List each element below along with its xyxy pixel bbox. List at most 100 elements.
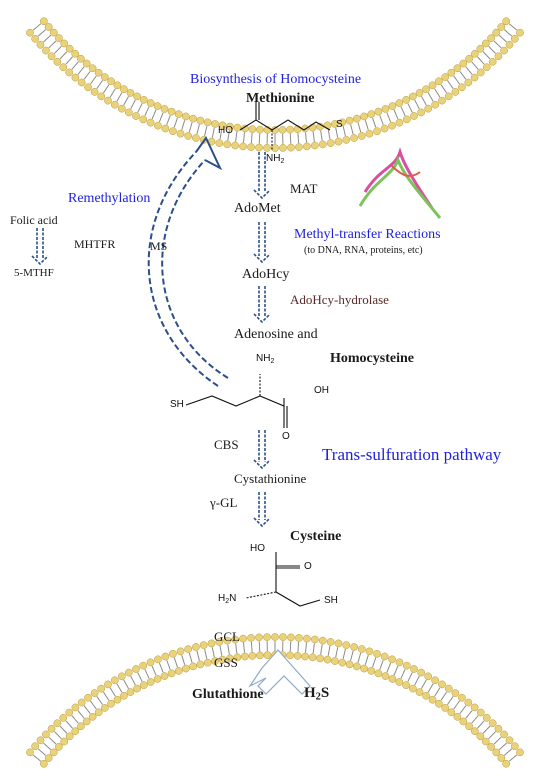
lipid-head — [303, 634, 311, 643]
lipid-head — [47, 724, 56, 733]
lipid-tail — [90, 79, 94, 85]
lipid-tail — [503, 29, 509, 34]
lipid-head — [36, 40, 45, 49]
lipid-head — [458, 83, 466, 92]
lipid-head — [104, 680, 112, 689]
lipid-head — [365, 647, 374, 656]
lipid-tail — [205, 126, 208, 132]
lipid-head — [192, 643, 200, 651]
lipid-tail — [137, 672, 141, 678]
bottom-membrane — [26, 633, 524, 768]
homocysteine-oh-label: OH — [314, 385, 329, 396]
lipid-tail — [440, 84, 445, 90]
lipid-head — [338, 658, 347, 667]
lipid-tail — [109, 92, 114, 98]
lipid-tail — [328, 134, 331, 140]
lipid-tail — [220, 129, 223, 135]
lipid-head — [203, 118, 212, 127]
lipid-head — [465, 722, 473, 731]
gss-enzyme: GSS — [214, 655, 238, 670]
lipid-tail — [357, 122, 360, 128]
lipid-tail — [103, 691, 107, 697]
lipid-head — [402, 115, 411, 124]
lipid-head — [441, 704, 450, 712]
lipid-tail — [474, 715, 479, 720]
lipid-tail — [32, 26, 38, 31]
lipid-head — [160, 105, 169, 113]
lipid-head — [120, 85, 128, 94]
adenosine-label: Adenosine and — [234, 327, 318, 342]
lipid-head — [71, 703, 80, 712]
lipid-head — [207, 639, 216, 648]
glutathione-label: Glutathione — [192, 687, 264, 702]
lipid-tail — [96, 84, 101, 89]
lipid-tail — [99, 80, 103, 85]
lipid-tail — [480, 720, 485, 725]
lipid-head — [247, 634, 255, 642]
lipid-tail — [90, 700, 94, 706]
lipid-head — [402, 661, 411, 670]
lipid-head — [470, 73, 479, 82]
mat-enzyme: MAT — [290, 181, 318, 196]
lipid-tail — [434, 691, 438, 697]
lipid-tail — [92, 704, 97, 710]
lipid-head — [113, 695, 122, 704]
lipid-head — [39, 759, 48, 768]
lipid-tail — [386, 667, 390, 673]
lipid-head — [239, 634, 247, 643]
lipid-head — [90, 689, 99, 697]
lipid-tail — [443, 88, 447, 94]
lipid-tail — [181, 655, 184, 661]
lipid-head — [488, 57, 497, 66]
lipid-head — [345, 660, 354, 669]
lipid-head — [388, 675, 397, 683]
lipid-head — [318, 636, 327, 645]
lipid-head — [373, 649, 381, 658]
mthf-label: 5-MTHF — [14, 267, 54, 279]
lipid-tail — [305, 647, 307, 653]
lipid-tail — [92, 75, 97, 81]
dna-helix-icon — [358, 146, 442, 219]
lipid-tail — [508, 757, 514, 762]
lipid-head — [211, 657, 219, 665]
cysteine-h2n-label: H2N — [218, 593, 237, 605]
lipid-tail — [68, 56, 73, 61]
lipid-head — [331, 120, 339, 128]
lipid-tail — [393, 109, 397, 115]
lipid-tail — [48, 736, 53, 742]
lipid-tail — [449, 696, 454, 701]
lipid-tail — [305, 642, 308, 648]
lipid-head — [482, 63, 491, 72]
lipid-tail — [74, 719, 79, 724]
lipid-head — [226, 654, 234, 663]
lipid-tail — [364, 659, 368, 665]
lipid-head — [88, 64, 97, 73]
lipid-tail — [440, 695, 445, 701]
lipid-tail — [503, 751, 509, 756]
lipid-tail — [65, 720, 70, 725]
lipid-tail — [118, 687, 123, 693]
lipid-head — [417, 108, 425, 117]
lipid-tail — [212, 652, 215, 658]
lipid-head — [482, 713, 491, 722]
lipid-tail — [158, 117, 162, 123]
lipid-head — [146, 118, 155, 127]
lipid-tail — [395, 114, 399, 120]
lipid-head — [77, 54, 85, 63]
lipid-tail — [166, 119, 169, 125]
lipid-head — [464, 698, 473, 707]
lipid-tail — [482, 729, 487, 734]
lipid-head — [167, 107, 176, 116]
lipid-tail — [407, 103, 411, 109]
lipid-tail — [421, 683, 425, 689]
lipid-tail — [190, 122, 193, 128]
lipid-head — [511, 34, 519, 43]
h2s-label: H2S — [304, 685, 330, 703]
lipid-tail — [335, 127, 338, 133]
lipid-tail — [43, 38, 48, 43]
lipid-head — [82, 59, 91, 68]
lipid-tail — [219, 134, 222, 140]
lipid-tail — [52, 40, 57, 45]
lipid-head — [231, 141, 239, 150]
lipid-tail — [112, 88, 116, 94]
